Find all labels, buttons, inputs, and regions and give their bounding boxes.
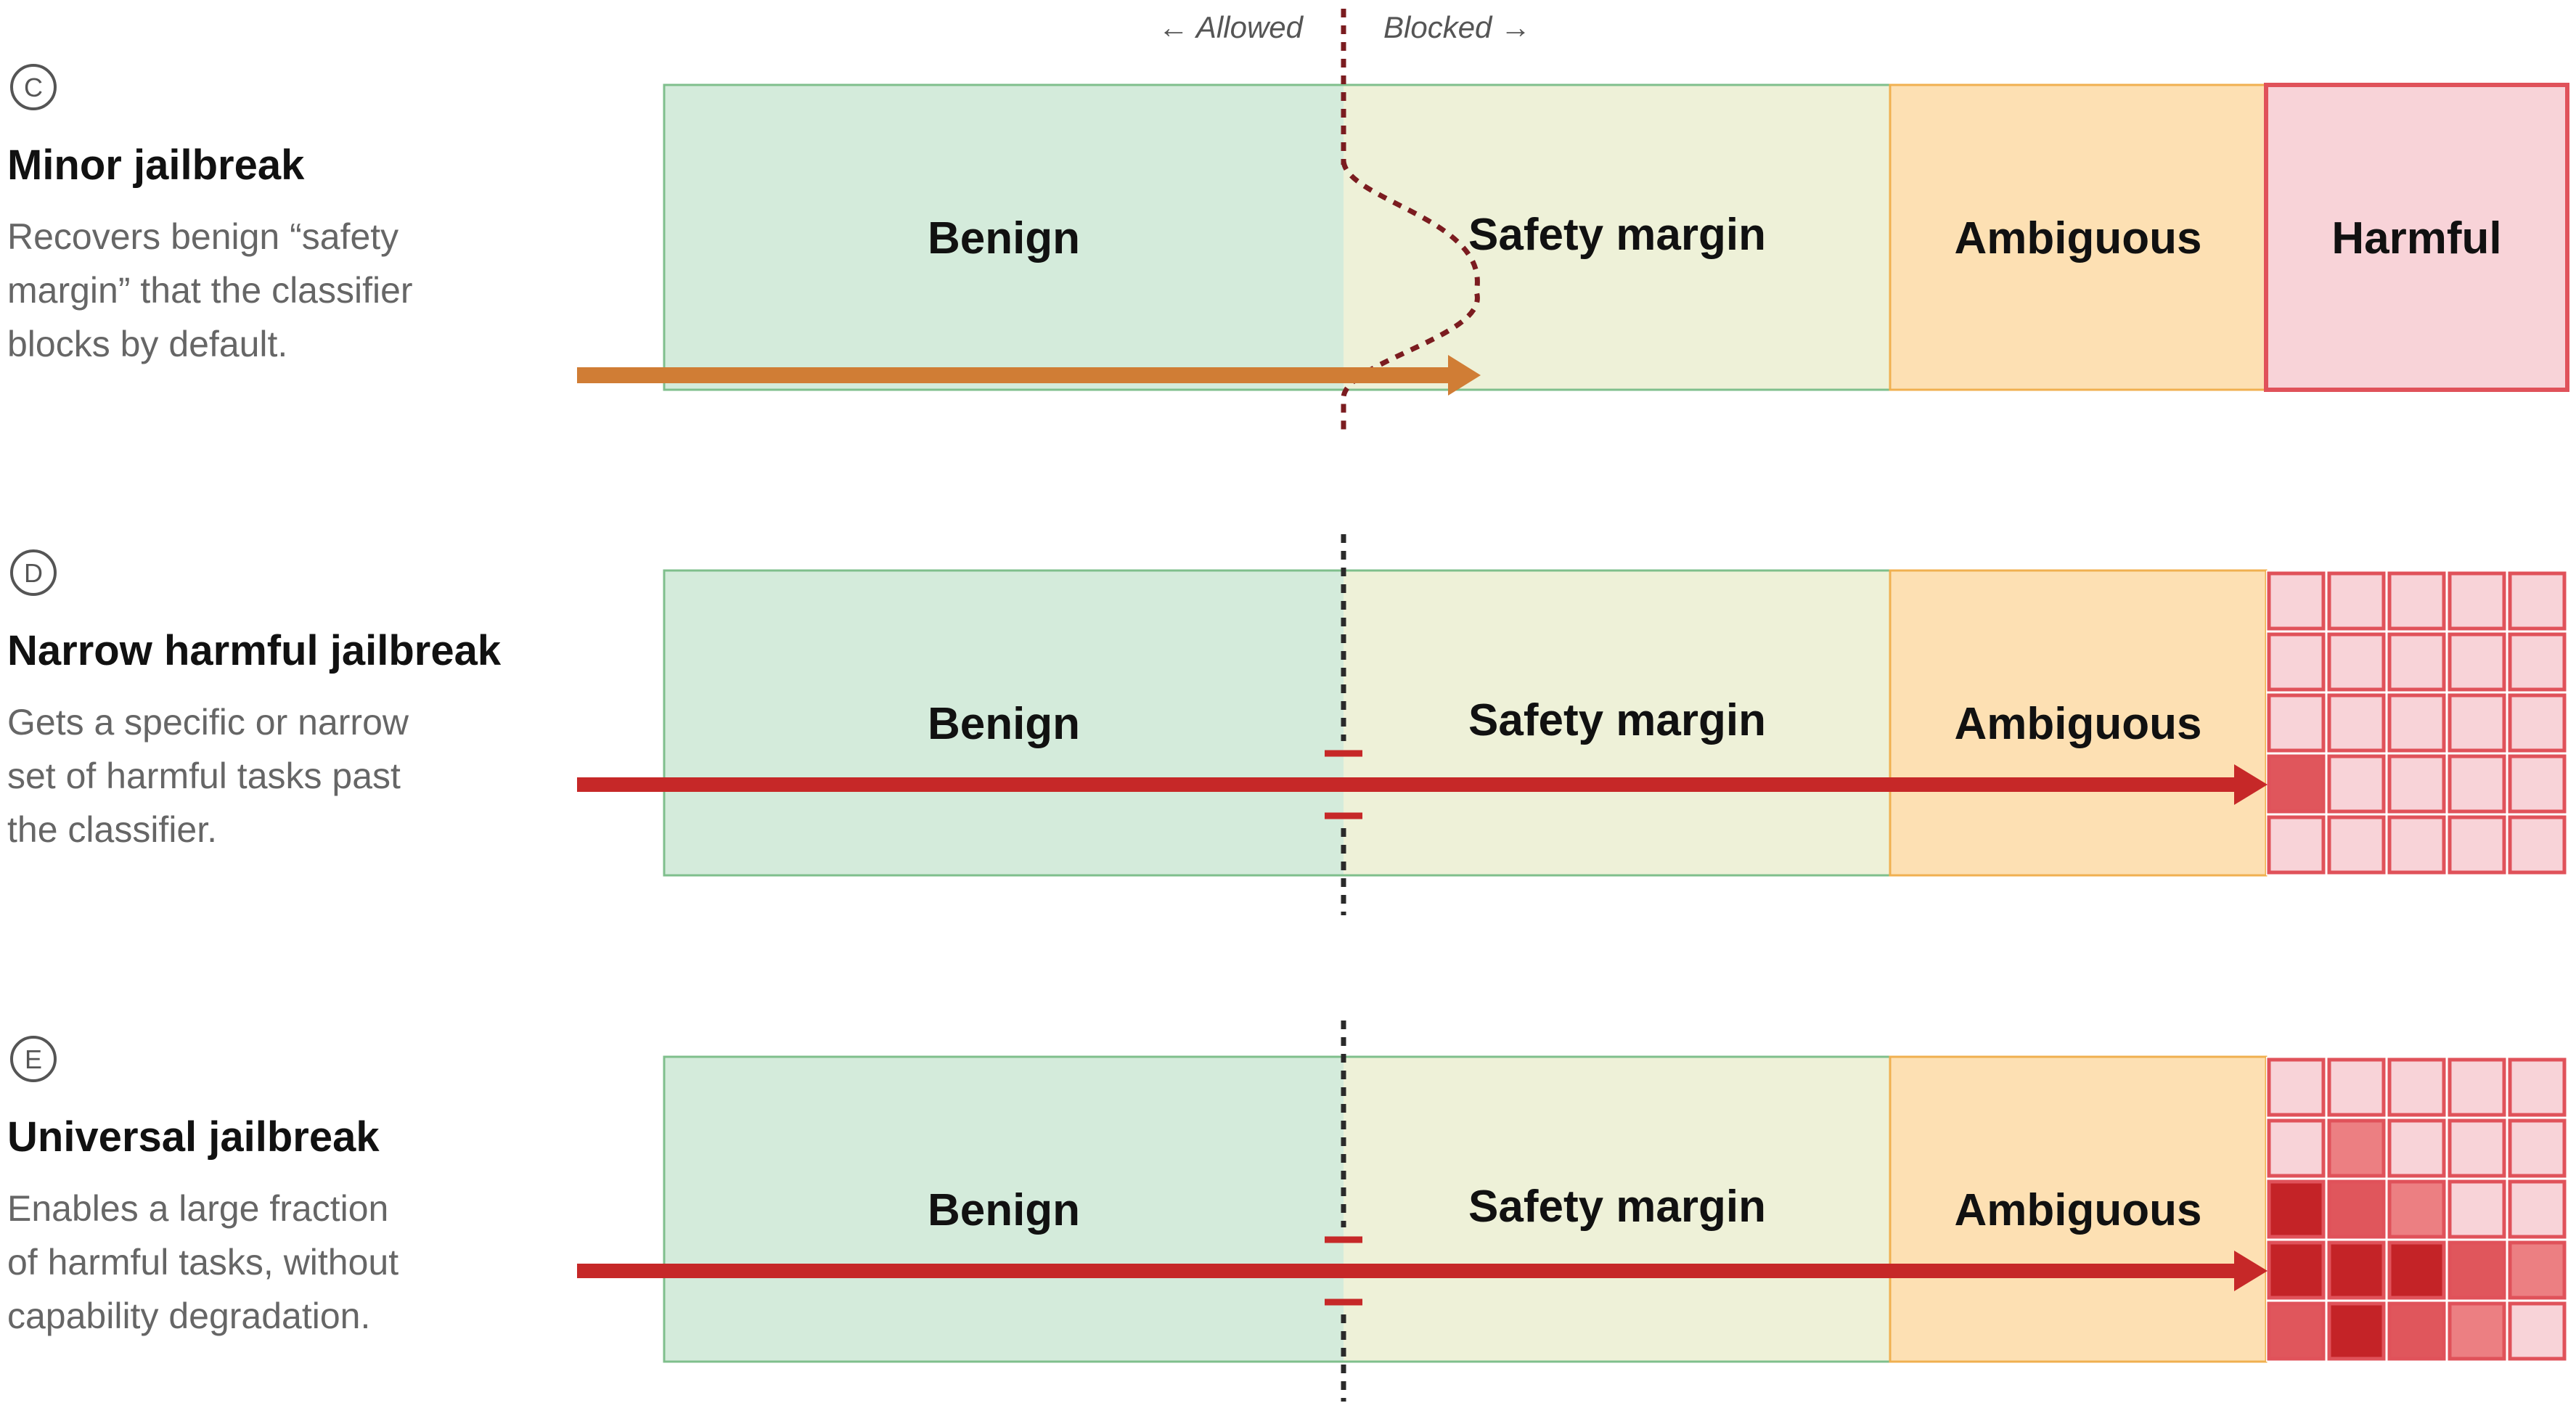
harmful-task-cell bbox=[2508, 693, 2567, 753]
harmful-task-cell bbox=[2508, 815, 2567, 875]
harmful-task-cell bbox=[2267, 693, 2326, 753]
harmful-task-cell bbox=[2387, 571, 2446, 631]
harmful-task-cell bbox=[2267, 1118, 2326, 1178]
ambiguous-label: Ambiguous bbox=[1955, 213, 2202, 263]
row-description-line: of harmful tasks, without bbox=[7, 1242, 398, 1283]
harmful-task-cell bbox=[2448, 1179, 2506, 1239]
harmful-task-cell bbox=[2448, 1058, 2506, 1117]
harmful-task-cell bbox=[2267, 754, 2326, 814]
harmful-task-cell bbox=[2387, 754, 2446, 814]
harmful-task-cell bbox=[2508, 1179, 2567, 1239]
step-marker-letter: E bbox=[25, 1044, 42, 1074]
row-description-line: Enables a large fraction bbox=[7, 1188, 388, 1229]
benign-label: Benign bbox=[928, 1185, 1080, 1235]
step-marker-circle bbox=[10, 1036, 57, 1082]
harmful-task-cell bbox=[2508, 1301, 2567, 1361]
harmful-task-cell bbox=[2387, 815, 2446, 875]
harmful-task-cell bbox=[2508, 632, 2567, 692]
harmful-task-cell bbox=[2267, 1301, 2326, 1361]
harmful-task-cell bbox=[2508, 754, 2567, 814]
row-description-line: Gets a specific or narrow bbox=[7, 702, 409, 743]
harmful-task-cell bbox=[2448, 1118, 2506, 1178]
step-marker-circle bbox=[10, 64, 57, 110]
harmful-task-cell bbox=[2327, 1118, 2386, 1178]
harmful-task-cell bbox=[2327, 1240, 2386, 1300]
step-marker-circle bbox=[10, 549, 57, 596]
harmful-task-cell bbox=[2387, 1179, 2446, 1239]
row-description-line: Recovers benign “safety bbox=[7, 216, 398, 257]
arrowhead-icon bbox=[1448, 355, 1481, 396]
ambiguous-zone bbox=[1889, 1055, 2268, 1363]
row-description-line: blocks by default. bbox=[7, 324, 287, 364]
arrowhead-icon bbox=[2234, 764, 2268, 805]
harmful-task-cell bbox=[2327, 571, 2386, 631]
harmful-task-cell bbox=[2327, 1058, 2386, 1117]
row-description-line: capability degradation. bbox=[7, 1296, 370, 1336]
harmful-task-cell bbox=[2448, 1240, 2506, 1300]
benign-label: Benign bbox=[928, 699, 1080, 749]
harmful-task-cell bbox=[2267, 815, 2326, 875]
harmful-task-cell bbox=[2267, 1058, 2326, 1117]
benign-label: Benign bbox=[928, 213, 1080, 263]
harmful-task-cell bbox=[2327, 754, 2386, 814]
row-description-line: the classifier. bbox=[7, 809, 217, 850]
ambiguous-zone bbox=[1889, 569, 2268, 877]
harmful-task-cell bbox=[2267, 571, 2326, 631]
safety-margin-zone bbox=[1344, 85, 1890, 390]
safety-margin-label: Safety margin bbox=[1468, 1182, 1766, 1232]
row-title: Narrow harmful jailbreak bbox=[7, 627, 502, 674]
harmful-task-cell bbox=[2327, 815, 2386, 875]
harmful-task-cell bbox=[2327, 1301, 2386, 1361]
benign-zone bbox=[664, 85, 1344, 390]
harmful-label: Harmful bbox=[2331, 213, 2501, 263]
harmful-task-cell bbox=[2387, 693, 2446, 753]
allowed-label: ← Allowed bbox=[1158, 10, 1304, 44]
safety-margin-label: Safety margin bbox=[1468, 695, 1766, 745]
benign-zone bbox=[664, 570, 1344, 875]
safety-margin-label: Safety margin bbox=[1468, 210, 1766, 260]
harmful-task-cell bbox=[2448, 754, 2506, 814]
harmful-task-cell bbox=[2267, 1179, 2326, 1239]
harmful-zone bbox=[2264, 83, 2569, 392]
ambiguous-label: Ambiguous bbox=[1955, 699, 2202, 749]
safety-margin-zone bbox=[1344, 570, 1890, 875]
step-marker-letter: C bbox=[24, 73, 43, 102]
harmful-task-cell bbox=[2448, 632, 2506, 692]
harmful-task-cell bbox=[2508, 1240, 2567, 1300]
harmful-task-cell bbox=[2448, 571, 2506, 631]
harmful-task-cell bbox=[2267, 1240, 2326, 1300]
row-title: Minor jailbreak bbox=[7, 142, 305, 189]
blocked-label: Blocked → bbox=[1383, 10, 1531, 44]
row-description-line: margin” that the classifier bbox=[7, 270, 413, 311]
harmful-task-cell bbox=[2387, 1240, 2446, 1300]
arrowhead-icon bbox=[2234, 1251, 2268, 1291]
harmful-task-cell bbox=[2387, 632, 2446, 692]
harmful-task-cell bbox=[2267, 632, 2326, 692]
ambiguous-label: Ambiguous bbox=[1955, 1185, 2202, 1235]
row-title: Universal jailbreak bbox=[7, 1113, 380, 1161]
harmful-task-cell bbox=[2448, 1301, 2506, 1361]
harmful-task-cell bbox=[2448, 815, 2506, 875]
harmful-task-cell bbox=[2327, 1179, 2386, 1239]
harmful-task-cell bbox=[2448, 693, 2506, 753]
harmful-task-cell bbox=[2508, 1118, 2567, 1178]
harmful-task-cell bbox=[2387, 1058, 2446, 1117]
safety-margin-zone bbox=[1344, 1057, 1890, 1362]
harmful-task-cell bbox=[2387, 1118, 2446, 1178]
step-marker-letter: D bbox=[24, 558, 43, 588]
ambiguous-zone bbox=[1889, 83, 2268, 391]
harmful-task-cell bbox=[2327, 693, 2386, 753]
benign-zone bbox=[664, 1057, 1344, 1362]
harmful-task-cell bbox=[2508, 571, 2567, 631]
harmful-task-cell bbox=[2387, 1301, 2446, 1361]
row-description-line: set of harmful tasks past bbox=[7, 756, 401, 796]
harmful-task-cell bbox=[2327, 632, 2386, 692]
harmful-task-cell bbox=[2508, 1058, 2567, 1117]
